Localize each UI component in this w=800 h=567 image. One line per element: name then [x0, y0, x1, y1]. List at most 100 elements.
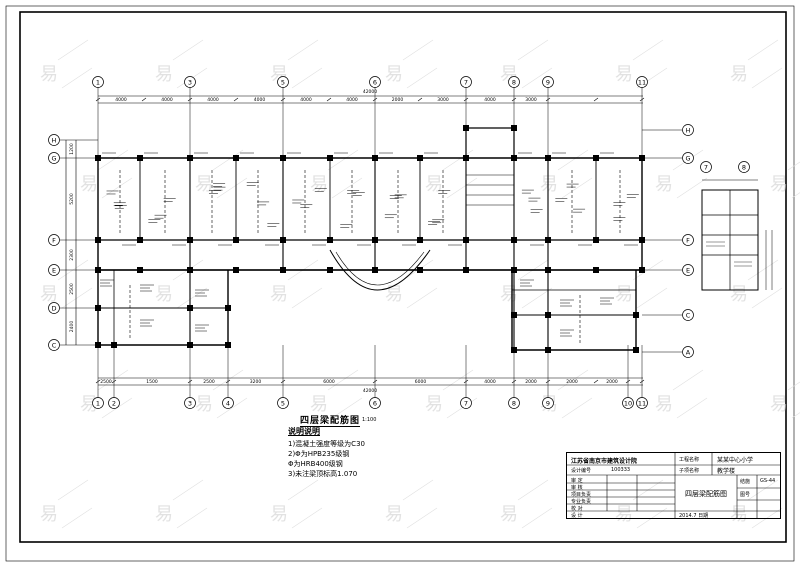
svg-text:9: 9: [546, 399, 550, 407]
drawing-scale: 1:100: [362, 417, 377, 423]
note-line-1: 1)混凝土强度等级为C30: [288, 440, 365, 448]
watermark-glyph: 易: [500, 284, 518, 305]
note-line-3: Φ为HRB400级钢: [288, 460, 343, 468]
svg-text:7: 7: [464, 78, 468, 86]
detail-axis-bubble-7: 7: [700, 161, 712, 173]
bottom-dimension: 2500: [203, 379, 215, 385]
top-dimension: 4000: [115, 97, 127, 103]
row-approve: 审 定: [571, 478, 583, 484]
column: [417, 267, 423, 273]
column: [280, 237, 286, 243]
watermark-glyph: 易: [615, 504, 633, 525]
column: [511, 312, 517, 318]
column: [633, 347, 639, 353]
left-dimension: 2500: [69, 283, 75, 295]
watermark-glyph: 易: [655, 174, 673, 195]
column: [233, 267, 239, 273]
column: [511, 267, 517, 273]
row-discipline-lead: 专业负责: [571, 499, 592, 505]
column: [417, 237, 423, 243]
note-line-4: 3)未注梁顶标高1.070: [288, 470, 358, 478]
column: [633, 312, 639, 318]
top-axis-bubble-8: 8: [508, 76, 520, 88]
bottom-axis-bubble-8: 8: [508, 397, 520, 409]
column: [593, 155, 599, 161]
watermark-glyph: 易: [155, 504, 173, 525]
column: [593, 237, 599, 243]
left-axis-bubble-C: C: [48, 339, 60, 351]
svg-text:8: 8: [742, 163, 746, 171]
top-axis-bubble-5: 5: [277, 76, 289, 88]
right-axis-bubble-E: E: [682, 264, 694, 276]
top-axis-bubble-6: 6: [369, 76, 381, 88]
watermark-glyph: 易: [730, 284, 748, 305]
svg-text:1: 1: [96, 78, 100, 86]
svg-text:1: 1: [96, 399, 100, 407]
floor-plan: [65, 95, 645, 386]
svg-text:11: 11: [638, 78, 646, 86]
column: [187, 237, 193, 243]
svg-text:3: 3: [188, 78, 192, 86]
watermark-glyph: 易: [425, 394, 443, 415]
row-check: 校 对: [571, 506, 583, 512]
svg-text:8: 8: [512, 399, 516, 407]
svg-text:E: E: [686, 266, 690, 274]
top-dimension: 4000: [207, 97, 219, 103]
svg-text:C: C: [52, 341, 57, 349]
svg-text:D: D: [51, 304, 56, 312]
left-axis-bubble-F: F: [48, 234, 60, 246]
notes-heading: 说明说明: [288, 427, 320, 436]
column: [233, 155, 239, 161]
sub-label: 子项名称: [679, 468, 700, 474]
svg-text:F: F: [52, 236, 56, 244]
svg-text:6: 6: [373, 78, 377, 86]
column: [327, 237, 333, 243]
top-dimension: 4000: [346, 97, 358, 103]
svg-text:6: 6: [373, 399, 377, 407]
svg-text:G: G: [51, 154, 56, 162]
bottom-axis-bubble-1: 1: [92, 397, 104, 409]
column: [463, 237, 469, 243]
watermark-glyph: 易: [310, 394, 328, 415]
svg-text:2: 2: [112, 399, 116, 407]
left-axis-bubble-E: E: [48, 264, 60, 276]
svg-text:H: H: [52, 136, 57, 144]
top-dimension: 4000: [161, 97, 173, 103]
svg-text:10: 10: [624, 399, 632, 407]
watermark-glyph: 易: [195, 394, 213, 415]
title-block: 江苏省南京市建筑设计院 工程名称 某某中心小学 子项名称 教学楼 设计编号 10…: [566, 452, 781, 519]
design-notes: 说明说明 1)混凝土强度等级为C30 2)Φ为HPB235级钢 Φ为HRB400…: [288, 427, 478, 479]
bottom-dimension: 6000: [415, 379, 427, 385]
svg-text:G: G: [685, 154, 690, 162]
column: [327, 155, 333, 161]
watermark-glyph: 易: [770, 174, 788, 195]
top-axis-bubble-3: 3: [184, 76, 196, 88]
right-axis-bubble-C: C: [682, 309, 694, 321]
watermark-glyph: 易: [385, 504, 403, 525]
row-design: 设 计: [571, 513, 583, 519]
right-axis-bubble-F: F: [682, 234, 694, 246]
svg-text:8: 8: [512, 78, 516, 86]
svg-text:5: 5: [281, 399, 285, 407]
svg-text:F: F: [686, 236, 690, 244]
watermark-glyph: 易: [655, 394, 673, 415]
watermark-glyph: 易: [540, 174, 558, 195]
right-axis-bubble-G: G: [682, 152, 694, 164]
watermark-glyph: 易: [40, 504, 58, 525]
drawing-number: GS-44: [760, 478, 776, 484]
watermark-glyph: 易: [40, 284, 58, 305]
svg-text:11: 11: [638, 399, 646, 407]
design-number: 100333: [611, 467, 631, 473]
title-block-drawing-name: 四层梁配筋图: [685, 490, 727, 498]
svg-text:A: A: [686, 348, 691, 356]
stair-detail: [701, 179, 773, 291]
bottom-axis-bubble-5: 5: [277, 397, 289, 409]
left-dimension: 1200: [69, 143, 75, 155]
bottom-dimension: 1500: [146, 379, 158, 385]
bottom-dimension: 2000: [525, 379, 537, 385]
top-dimension: 4000: [300, 97, 312, 103]
bottom-axis-bubble-11: 11: [636, 397, 648, 409]
drawing-no-label: 图号: [740, 492, 751, 498]
svg-text:E: E: [52, 266, 56, 274]
